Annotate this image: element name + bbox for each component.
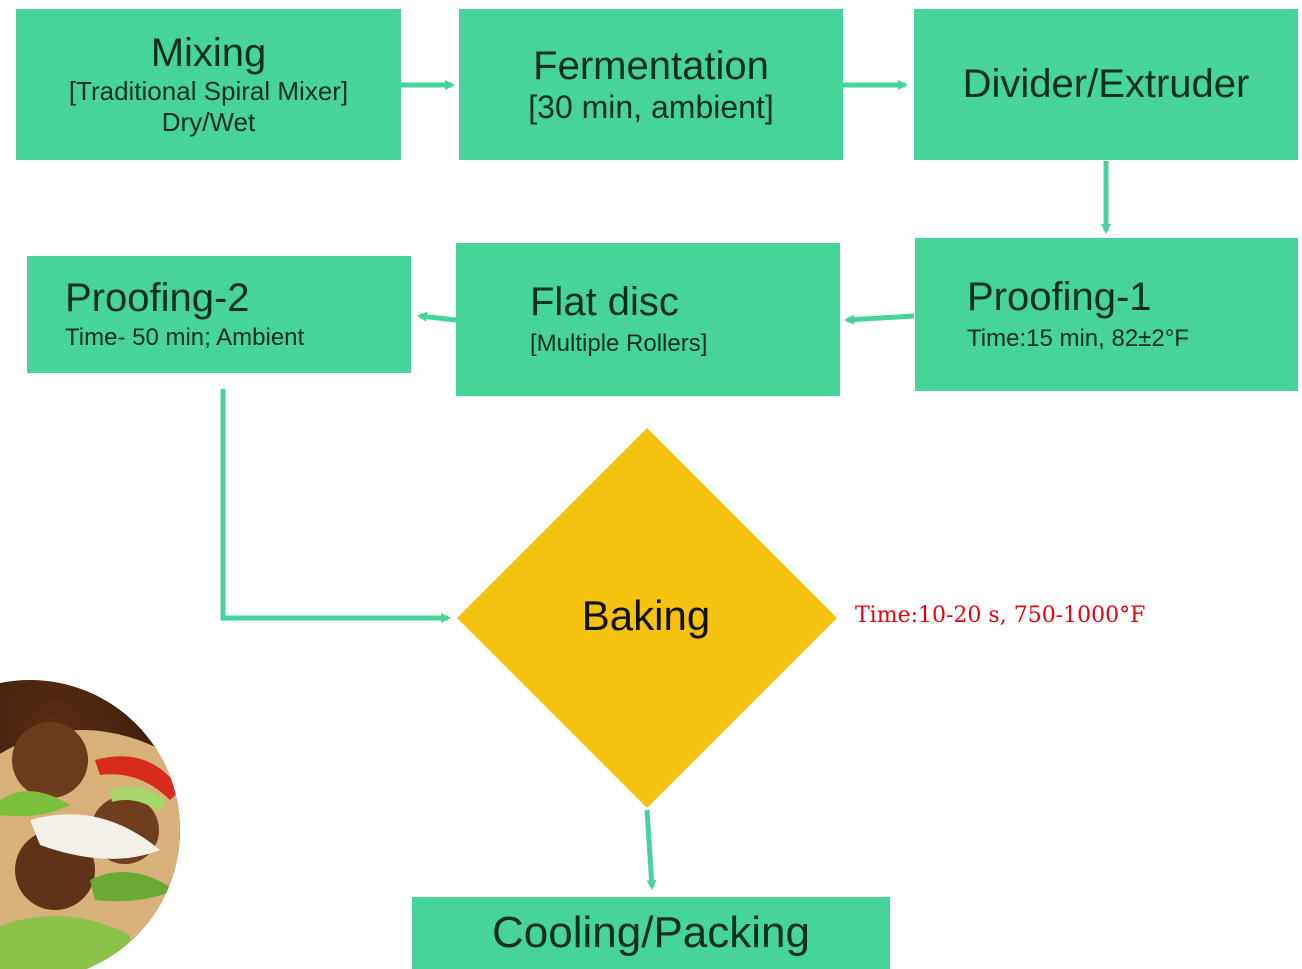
arrow-flat-disc-to-proofing2: [417, 311, 457, 323]
arrow-baking-to-cooling: [644, 809, 657, 890]
proofing1-title: Proofing-1: [967, 275, 1152, 320]
falafel-pita-photo: [0, 680, 180, 969]
proofing2-box: Proofing-2 Time- 50 min; Ambient: [27, 256, 411, 373]
fermentation-box: Fermentation [30 min, ambient]: [459, 9, 843, 160]
cooling-title: Cooling/Packing: [492, 908, 810, 958]
fermentation-title: Fermentation: [533, 43, 769, 88]
flat-disc-title: Flat disc: [530, 280, 679, 325]
mixing-detail-1: [Traditional Spiral Mixer]: [68, 75, 349, 106]
proofing2-detail: Time- 50 min; Ambient: [65, 323, 305, 351]
flat-disc-detail: [Multiple Rollers]: [530, 329, 708, 357]
divider-title: Divider/Extruder: [962, 62, 1250, 107]
baking-title: Baking: [581, 592, 711, 639]
mixing-detail-2: Dry/Wet: [161, 106, 256, 137]
proofing1-box: Proofing-1 Time:15 min, 82±2°F: [915, 238, 1298, 391]
fermentation-detail: [30 min, ambient]: [528, 88, 774, 125]
baking-note: Time:10-20 s, 750-1000°F: [855, 603, 1146, 628]
mixing-box: Mixing [Traditional Spiral Mixer] Dry/We…: [16, 9, 401, 160]
proofing2-title: Proofing-2: [65, 276, 250, 321]
cooling-box: Cooling/Packing: [412, 897, 890, 969]
arrow-proofing2-to-baking: [220, 389, 451, 623]
mixing-title: Mixing: [150, 30, 267, 75]
divider-box: Divider/Extruder: [914, 9, 1298, 160]
proofing1-detail: Time:15 min, 82±2°F: [967, 324, 1189, 352]
arrow-proofing1-to-flat-disc: [844, 313, 915, 325]
flat-disc-box: Flat disc [Multiple Rollers]: [456, 243, 840, 396]
